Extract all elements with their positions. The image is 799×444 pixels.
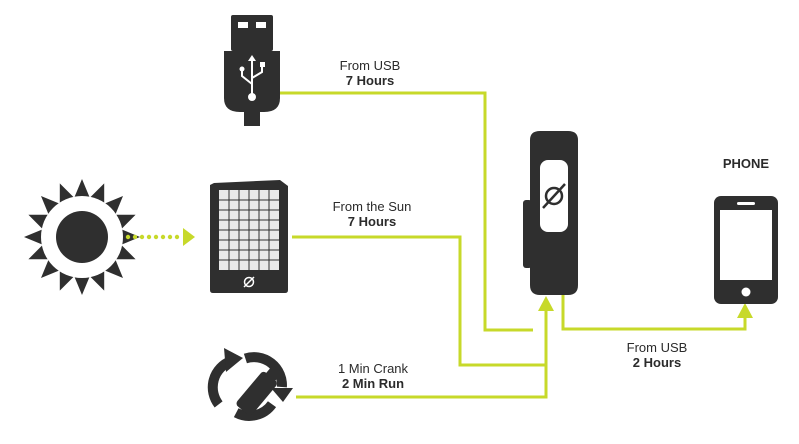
sun-ray-arrowhead (183, 228, 195, 246)
usb-plug-icon (224, 15, 280, 126)
crank-input-label: 1 Min Crank 2 Min Run (328, 361, 418, 391)
solar-panel-icon (210, 180, 288, 293)
sun-input-label: From the Sun 7 Hours (322, 199, 422, 229)
sun-connector-line (292, 235, 546, 367)
sun-ray-dot (160, 234, 166, 240)
hand-crank-icon (207, 348, 293, 421)
sun-ray-dot (174, 234, 180, 240)
sun-ray-dots (125, 234, 180, 240)
sun-ray-dot (125, 234, 131, 240)
sun-ray-dot (132, 234, 138, 240)
usb-output-label: From USB 2 Hours (619, 340, 695, 370)
sun-ray-dot (139, 234, 145, 240)
sun-ray-dot (167, 234, 173, 240)
charger-input-arrowhead (538, 296, 554, 311)
usb-input-duration: 7 Hours (345, 73, 395, 88)
phone-input-arrowhead (737, 303, 753, 318)
crank-input-duration: 2 Min Run (341, 376, 405, 391)
usb-output-source: From USB (626, 340, 688, 355)
output-connector-line (561, 292, 747, 331)
usb-connector-line (278, 91, 533, 332)
usb-input-label: From USB 7 Hours (335, 58, 405, 88)
arrowheads (538, 296, 753, 318)
connector-lines (278, 91, 747, 399)
power-bank-icon (523, 131, 578, 295)
smartphone-icon (714, 196, 778, 304)
sun-input-source: From the Sun (332, 199, 412, 214)
sun-icon (24, 179, 140, 295)
crank-connector-line (296, 306, 548, 399)
phone-title: PHONE (722, 156, 770, 171)
usb-output-duration: 2 Hours (632, 355, 682, 370)
usb-input-source: From USB (339, 58, 401, 73)
sun-input-duration: 7 Hours (347, 214, 397, 229)
sun-ray-dot (146, 234, 152, 240)
crank-input-source: 1 Min Crank (337, 361, 409, 376)
sun-ray-dot (153, 234, 159, 240)
